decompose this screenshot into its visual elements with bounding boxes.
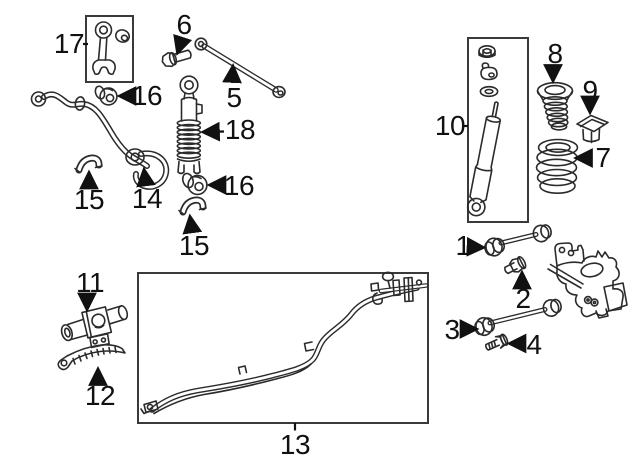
callout-15-left: 15 [73, 184, 105, 215]
part-2-bolt [504, 255, 527, 275]
part-15-bracket-left [74, 154, 103, 174]
part-16-bushing-lower [181, 172, 208, 196]
axle-bracket [547, 242, 628, 319]
callout-8: 8 [547, 38, 563, 69]
callout-5: 5 [226, 82, 242, 113]
callout-1: 1 [455, 230, 471, 261]
callout-18-arrow [200, 121, 225, 142]
part-17-stabilizer-link [92, 21, 131, 75]
part-13-tube-assembly [140, 271, 429, 415]
part-7-coil-spring [535, 138, 579, 195]
callout-7: 7 [595, 142, 611, 173]
callout-16-lower: 16 [223, 170, 255, 201]
part-10-shock-kit [466, 44, 502, 217]
callout-12: 12 [84, 380, 116, 411]
callout-5-arrow [222, 63, 242, 84]
part-17-box [85, 15, 134, 83]
part-4-bolt [485, 333, 509, 351]
callout-6-arrow [173, 33, 193, 56]
part-10-box [467, 37, 529, 223]
part-18-shock-absorber [176, 75, 203, 175]
part-16-bushing-upper [94, 85, 118, 106]
callout-18: 18 [224, 114, 256, 145]
callout-4: 4 [526, 329, 542, 360]
part-8-bump-stop [536, 81, 574, 131]
callout-11: 11 [75, 267, 105, 298]
callout-9: 9 [582, 75, 598, 106]
part-13-box [137, 272, 429, 424]
callout-2: 2 [515, 283, 531, 314]
callout-16-upper: 16 [131, 80, 163, 111]
callout-14-arrow [136, 166, 156, 188]
part-11-actuator [60, 305, 129, 349]
callout-15b-arrow [182, 213, 203, 235]
part-6-bolt [161, 49, 192, 68]
callout-3: 3 [444, 314, 460, 345]
part-9-spring-insulator [576, 114, 609, 144]
callout-15-lower: 15 [178, 230, 210, 261]
callout-17: 17 [53, 28, 85, 59]
callout-6: 6 [176, 9, 192, 40]
callout-14: 14 [131, 183, 163, 214]
callout-1-arrow [466, 236, 487, 257]
callout-10: 10 [434, 110, 466, 141]
part-1-upper-control-arm [484, 224, 552, 257]
part-12-protector [57, 344, 126, 371]
callout-13: 13 [279, 429, 311, 460]
part-15-bracket-lower [178, 196, 207, 216]
